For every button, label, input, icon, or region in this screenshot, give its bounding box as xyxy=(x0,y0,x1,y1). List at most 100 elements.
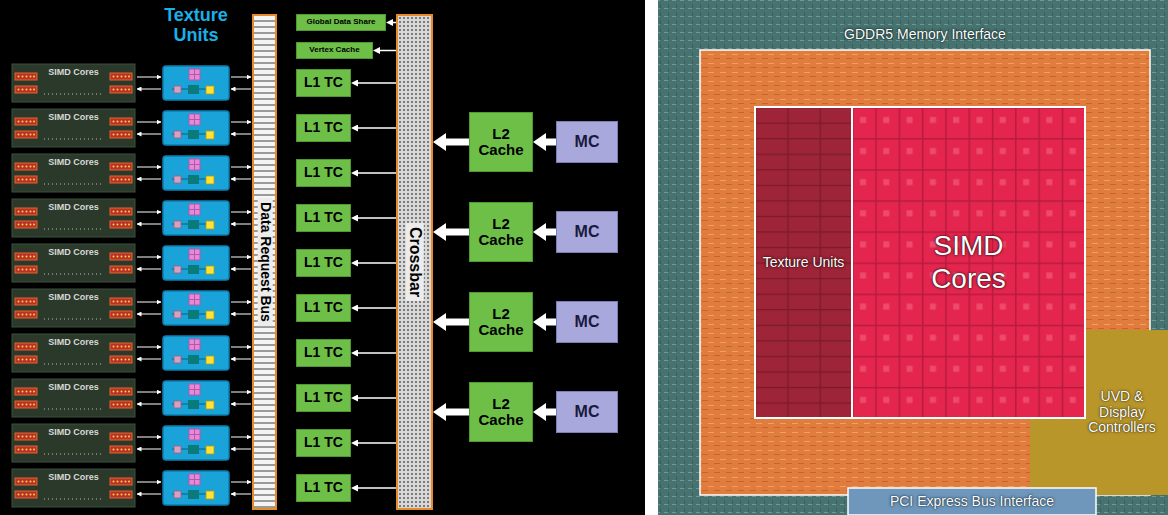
simd-texture-row xyxy=(12,154,251,192)
node-text: MC xyxy=(575,133,600,151)
node-text: L1 TC xyxy=(304,480,343,495)
global-data-share: Global Data Share xyxy=(296,14,386,31)
data-arrow xyxy=(358,307,396,309)
pcie-interface-region: PCI Express Bus Interface xyxy=(848,488,1096,515)
uvd-display-region: UVD & Display Controllers xyxy=(1078,335,1166,490)
simd-texture-row xyxy=(12,424,251,462)
node-text: SIMD Cores xyxy=(48,293,99,303)
simd-texture-row xyxy=(12,199,251,237)
simd-core-block: SIMD Cores xyxy=(12,109,135,147)
memory-controller: MC xyxy=(556,121,618,163)
bus-arrow xyxy=(546,139,556,146)
bus-arrow xyxy=(546,409,556,416)
simd-core-block: SIMD Cores xyxy=(12,334,135,372)
l1-texture-cache: L1 TC xyxy=(296,384,351,412)
node-text: L1 TC xyxy=(304,75,343,90)
memory-controller: MC xyxy=(556,211,618,253)
node-text: SIMD Cores xyxy=(48,68,99,78)
l2-cache: L2 Cache xyxy=(469,112,533,172)
die-photo xyxy=(658,0,1168,515)
data-arrow xyxy=(358,262,396,264)
node-text: SIMD Cores xyxy=(909,230,1029,294)
simd-texture-row xyxy=(12,64,251,102)
simd-texture-row xyxy=(12,334,251,372)
l1-texture-cache: L1 TC xyxy=(296,114,351,142)
simd-texture-row xyxy=(12,469,251,507)
die-pcie-area xyxy=(848,488,1096,515)
simd-texture-row xyxy=(12,109,251,147)
node-text: SIMD Cores xyxy=(48,158,99,168)
l1-texture-cache: L1 TC xyxy=(296,249,351,277)
data-arrow xyxy=(358,442,396,444)
simd-texture-row xyxy=(12,379,251,417)
node-text: PCI Express Bus Interface xyxy=(890,494,1054,509)
simd-texture-row xyxy=(12,289,251,327)
node-text: L2 Cache xyxy=(474,306,528,339)
node-text: SIMD Cores xyxy=(48,428,99,438)
bus-arrow xyxy=(546,319,556,326)
node-text: SIMD Cores xyxy=(48,248,99,258)
die-texture-area xyxy=(755,107,852,418)
l1-texture-cache: L1 TC xyxy=(296,69,351,97)
bus-arrow xyxy=(446,229,469,236)
simd-core-block: SIMD Cores xyxy=(12,199,135,237)
l1-texture-cache: L1 TC xyxy=(296,474,351,502)
bus-arrow xyxy=(446,319,469,326)
node-text: L1 TC xyxy=(304,390,343,405)
simd-core-block: SIMD Cores xyxy=(12,469,135,507)
l2-cache: L2 Cache xyxy=(469,292,533,352)
memory-controller: MC xyxy=(556,301,618,343)
l1-texture-cache: L1 TC xyxy=(296,204,351,232)
memory-interface-region: GDDR5 Memory Interface xyxy=(810,23,1040,47)
data-arrow xyxy=(380,50,396,52)
vertex-cache: Vertex Cache xyxy=(296,42,373,59)
node-text: Texture Units xyxy=(763,255,845,270)
node-text: L1 TC xyxy=(304,120,343,135)
simd-core-block: SIMD Cores xyxy=(12,64,135,102)
data-arrow xyxy=(358,127,396,129)
node-text: L1 TC xyxy=(304,255,343,270)
node-text: GDDR5 Memory Interface xyxy=(844,27,1006,42)
simd-core-block: SIMD Cores xyxy=(12,244,135,282)
crossbar: Crossbar xyxy=(396,14,433,510)
data-arrow xyxy=(358,352,396,354)
bus-arrow xyxy=(446,139,469,146)
data-arrow xyxy=(358,397,396,399)
node-text: SIMD Cores xyxy=(48,383,99,393)
node-text: Vertex Cache xyxy=(309,46,359,55)
node-text: Data Request Bus xyxy=(257,198,272,326)
node-text: SIMD Cores xyxy=(48,203,99,213)
simd-core-block: SIMD Cores xyxy=(12,289,135,327)
data-arrow xyxy=(358,487,396,489)
node-text: L2 Cache xyxy=(474,216,528,249)
simd-texture-row xyxy=(12,244,251,282)
node-text: SIMD Cores xyxy=(48,338,99,348)
node-text: Global Data Share xyxy=(307,18,376,27)
l1-texture-cache: L1 TC xyxy=(296,294,351,322)
simd-core-region: SIMD Cores xyxy=(852,107,1085,418)
data-arrow xyxy=(358,82,396,84)
data-arrow xyxy=(358,217,396,219)
node-text: Crossbar xyxy=(406,223,424,301)
l2-cache: L2 Cache xyxy=(469,202,533,262)
node-text: MC xyxy=(575,223,600,241)
l1-texture-cache: L1 TC xyxy=(296,429,351,457)
l2-cache: L2 Cache xyxy=(469,382,533,442)
node-text: L2 Cache xyxy=(474,126,528,159)
node-text: UVD & Display Controllers xyxy=(1081,389,1163,435)
node-text: L1 TC xyxy=(304,345,343,360)
node-text: L1 TC xyxy=(304,300,343,315)
memory-controller: MC xyxy=(556,391,618,433)
bus-arrow xyxy=(446,409,469,416)
node-text: L1 TC xyxy=(304,210,343,225)
data-arrow xyxy=(358,172,396,174)
node-text: MC xyxy=(575,313,600,331)
bus-arrow xyxy=(546,229,556,236)
heading-label: Texture Units xyxy=(150,6,242,46)
die-simd-area xyxy=(852,107,1085,418)
simd-core-block: SIMD Cores xyxy=(12,379,135,417)
node-text: SIMD Cores xyxy=(48,113,99,123)
node-text: L2 Cache xyxy=(474,396,528,429)
node-text: MC xyxy=(575,403,600,421)
